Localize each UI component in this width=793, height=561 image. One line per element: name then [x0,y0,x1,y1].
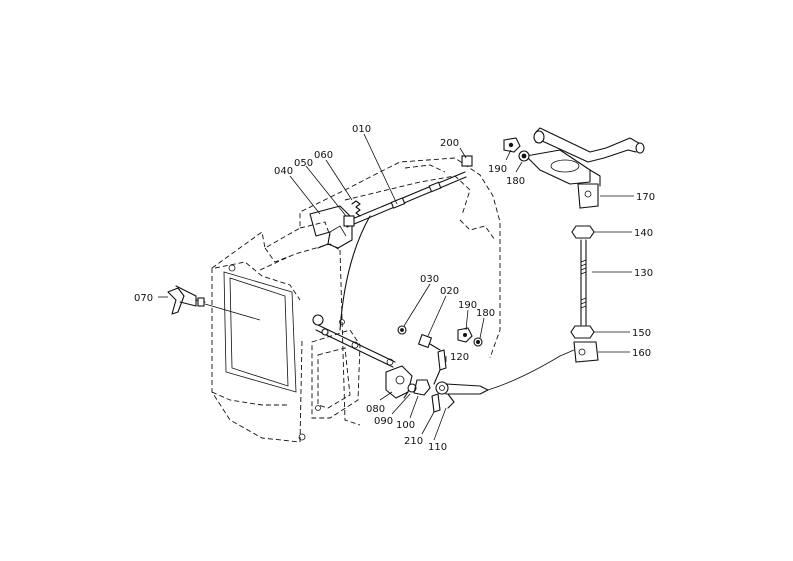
detent-ball-060 [343,215,355,227]
label-170: 170 [636,192,655,203]
label-210: 210 [404,436,423,447]
guide-rod [339,215,371,331]
label-130: 130 [634,268,653,279]
shift-rod-010 [344,155,473,228]
washer-180-upper [518,150,530,162]
link-rod [487,349,575,391]
label-040: 040 [274,166,293,177]
cross-shaft [312,314,396,368]
nut-100 [413,379,431,396]
clevis-160 [573,341,599,363]
shifter-070 [167,285,261,321]
label-150: 150 [632,328,651,339]
label-120: 120 [450,352,469,363]
label-080: 080 [366,404,385,415]
label-180-upper: 180 [506,176,525,187]
leader-lines [158,133,634,441]
label-010: 010 [352,124,371,135]
bolt-090 [403,383,417,399]
part-labels: 010 060 050 040 200 070 030 020 190 180 … [134,124,655,453]
label-180-lower: 180 [476,308,495,319]
label-140: 140 [634,228,653,239]
label-030: 030 [420,274,439,285]
washer-030 [397,325,407,335]
pin-210 [431,393,441,413]
bolt-020 [417,333,441,351]
nut-190-upper [503,137,521,153]
washer-180-lower [473,337,483,347]
upper-lever [525,127,645,187]
label-090: 090 [374,416,393,427]
transmission-housing [211,157,501,443]
nut-190-lower [457,327,473,343]
spring-050 [351,200,361,217]
label-060: 060 [314,150,333,161]
shift-fork-040 [309,205,353,249]
label-100: 100 [396,420,415,431]
label-110: 110 [428,442,447,453]
label-070: 070 [134,293,153,304]
label-190-lower: 190 [458,300,477,311]
rod-130 [580,239,587,326]
label-160: 160 [632,348,651,359]
nut-150 [570,325,595,339]
label-200: 200 [440,138,459,149]
lever-110 [435,381,489,409]
label-190-upper: 190 [488,164,507,175]
label-020: 020 [440,286,459,297]
link-120 [433,349,447,385]
label-050: 050 [294,158,313,169]
nut-140 [571,225,595,239]
clevis-170 [577,183,599,209]
